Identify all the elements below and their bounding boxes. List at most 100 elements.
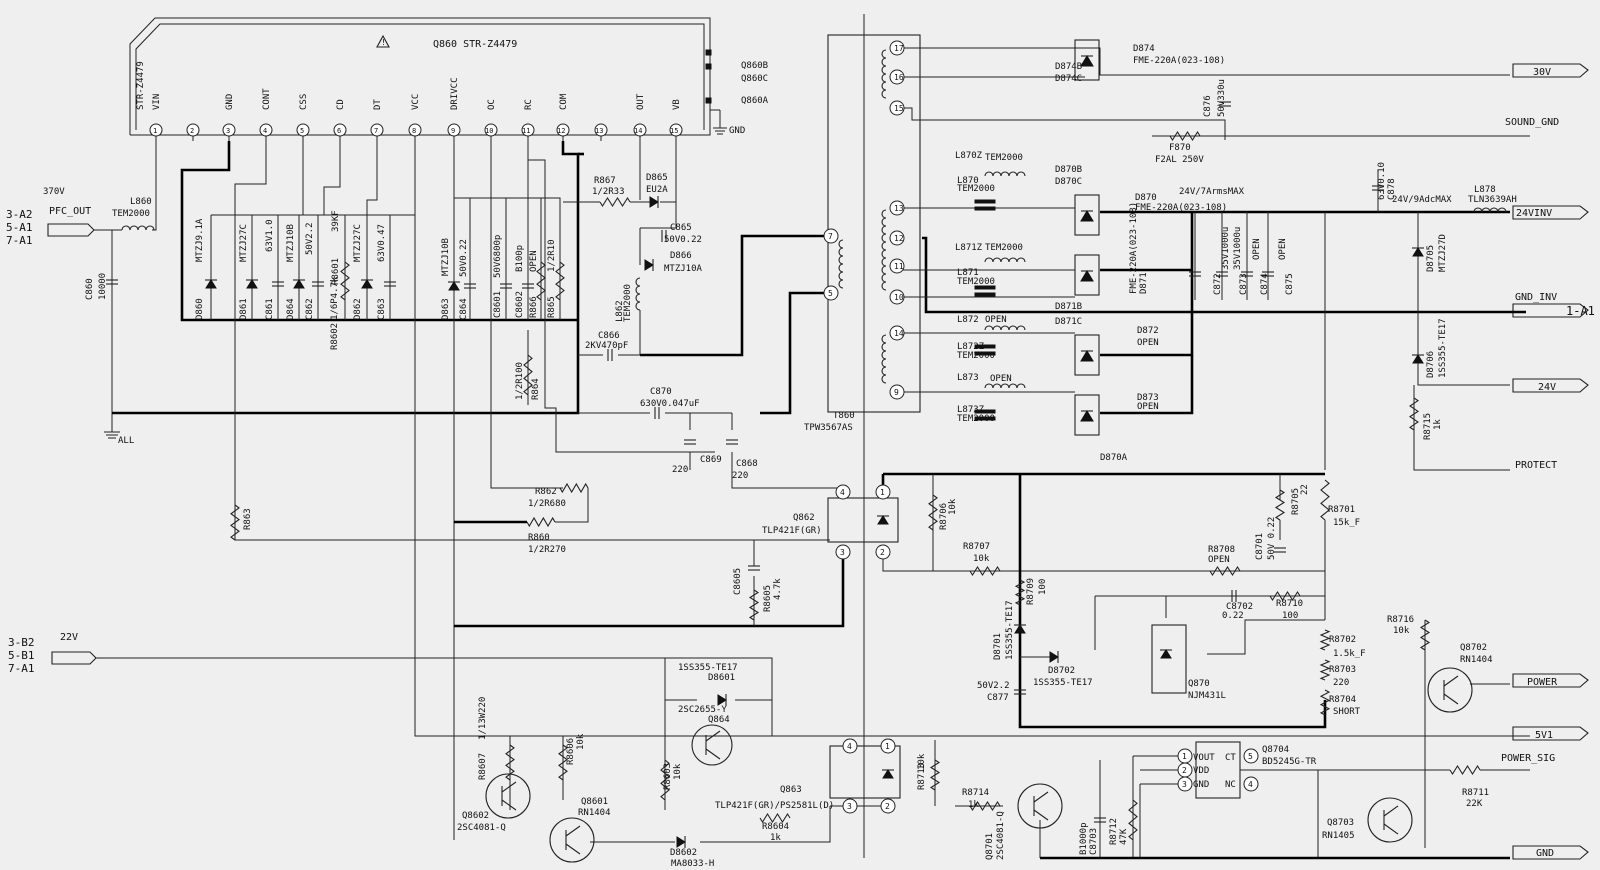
label-r8710: R8710 (1276, 599, 1303, 609)
label-d871v: FME-220A(023-108) (1129, 202, 1139, 294)
rectifier-1 (1074, 194, 1100, 236)
ic-side-label: STR-Z4479 (136, 61, 146, 110)
q8704-pin4: 4 (1243, 776, 1259, 792)
svg-text:15: 15 (894, 104, 904, 113)
warning-icon: ! (376, 34, 390, 48)
label-d8702v: 1SS355-TE17 (1033, 678, 1093, 688)
label-l873zv: TEM2000 (957, 414, 995, 424)
diode-d8701 (1014, 624, 1026, 634)
label-l871zv: TEM2000 (985, 243, 1023, 253)
svg-text:2: 2 (885, 802, 890, 811)
transformer-pin14: 14 (889, 325, 905, 341)
transformer-primary (838, 239, 844, 289)
label-c868v: 220 (732, 471, 748, 481)
label-d870v: FME-220A(023-108) (1135, 203, 1227, 213)
capacitor-c868 (726, 439, 738, 445)
label-c8605: C8605 (733, 568, 743, 595)
opto-q863-pin2: 2 (880, 798, 896, 814)
capacitor-c878 (1372, 185, 1384, 191)
label-l872z: L872Z (957, 342, 985, 352)
label-d870a: D870A (1100, 453, 1128, 463)
label-r8709: R8709 (1026, 578, 1036, 605)
label-l862: L862 (615, 300, 625, 322)
svg-text:17: 17 (894, 44, 904, 53)
ic-pin-name: VCC (411, 94, 421, 110)
label-q8701v: 2SC4081-Q (996, 811, 1006, 860)
ic-q8704 (1195, 741, 1241, 799)
label-d861v: MTZJ27C (239, 224, 249, 262)
label-d864v: MTZJ10B (286, 224, 296, 262)
port-gnd: GND (1536, 848, 1554, 859)
shunt-q870 (1160, 649, 1172, 659)
label-c8602: C8602 (515, 291, 525, 318)
port-gnd-inv: GND_INV (1515, 292, 1557, 303)
svg-text:16: 16 (894, 73, 904, 82)
pfc-out-label: PFC_OUT (49, 206, 91, 217)
label-l878n: 24V/9AdcMAX (1392, 195, 1452, 205)
zener-d861 (246, 279, 258, 289)
label-t860v: TPW3567AS (804, 423, 853, 433)
label-r8601v: 39KF (331, 210, 341, 232)
resistor-r8711 (1449, 764, 1481, 776)
label-r8711v: 22K (1466, 799, 1483, 809)
ic-pin-number: 12 (557, 127, 565, 135)
ic-pin-name: GND (225, 94, 235, 110)
ic-sub-b: Q860B (741, 61, 768, 71)
capacitor-c862 (312, 281, 324, 287)
label-d861: D861 (239, 298, 249, 320)
svg-text:4: 4 (1248, 780, 1253, 789)
svg-text:1: 1 (1182, 752, 1187, 761)
resistor-r8702 (1319, 629, 1331, 651)
capacitor-c864 (464, 283, 476, 289)
label-vdd: VDD (1193, 766, 1209, 776)
label-r865: R865 (547, 296, 557, 318)
inductor-l871 (974, 285, 996, 297)
label-l870z: L870Z (955, 151, 983, 161)
label-c8702v: 0.22 (1222, 611, 1244, 621)
resistor-r865 (555, 261, 565, 301)
rectifier-0 (1074, 39, 1100, 81)
label-c874: C874 (1260, 273, 1270, 295)
transformer-pin13: 13 (889, 200, 905, 216)
resistor-r8705 (1274, 489, 1286, 521)
resistor-r860 (526, 516, 556, 528)
capacitor-c8601 (500, 283, 512, 289)
capacitor-c8701 (1274, 547, 1286, 553)
resistor-r8704 (1319, 689, 1331, 716)
svg-text:2: 2 (1182, 766, 1187, 775)
pfc-out-port: 370V 3-A2 5-A1 7-A1 PFC_OUT (6, 187, 95, 247)
diode-d8706 (1412, 354, 1424, 364)
label-d8705v: MTZJ27D (1438, 234, 1448, 272)
label-d871c: D871C (1055, 317, 1082, 327)
opto-q862-pin2: 2 (875, 544, 891, 560)
label-r860v: 1/2R270 (528, 545, 566, 555)
pfc-ref-3: 7-A1 (6, 234, 33, 247)
capacitor-c8602 (522, 283, 534, 289)
label-r8716v: 10k (1393, 626, 1410, 636)
inductor-l870 (974, 199, 996, 211)
svg-text:2: 2 (880, 548, 885, 557)
ic-pin-name: OUT (636, 93, 646, 110)
label-r8704v: SHORT (1333, 707, 1361, 717)
label-c873: C873 (1239, 273, 1249, 295)
inductor-l862 (635, 277, 641, 311)
svg-text:11: 11 (894, 262, 904, 271)
label-r8705: R8705 (1291, 488, 1301, 515)
svg-text:1: 1 (885, 742, 890, 751)
label-q863v: TLP421F(GR)/PS2581L(D) (715, 801, 834, 811)
ic-pin-name: CSS (299, 94, 309, 110)
opto-q863-pin1: 1 (880, 738, 896, 754)
zener-d862 (361, 279, 373, 289)
label-l873v: OPEN (990, 374, 1012, 384)
label-l872zv: TEM2000 (957, 351, 995, 361)
label-r8716: R8716 (1387, 615, 1414, 625)
resistor-r8709 (1014, 579, 1026, 606)
opto-q862-pin1: 1 (875, 484, 891, 500)
resistor-r8606 (558, 744, 568, 781)
label-d872v: OPEN (1137, 338, 1159, 348)
transformer-sec-a (881, 49, 887, 99)
inductor-l870z (984, 171, 1026, 177)
resistor-r8707 (969, 565, 1001, 577)
label-d870note: 24V/7ArmsMAX (1179, 187, 1245, 197)
q8704-pin1: 1 (1177, 748, 1193, 764)
